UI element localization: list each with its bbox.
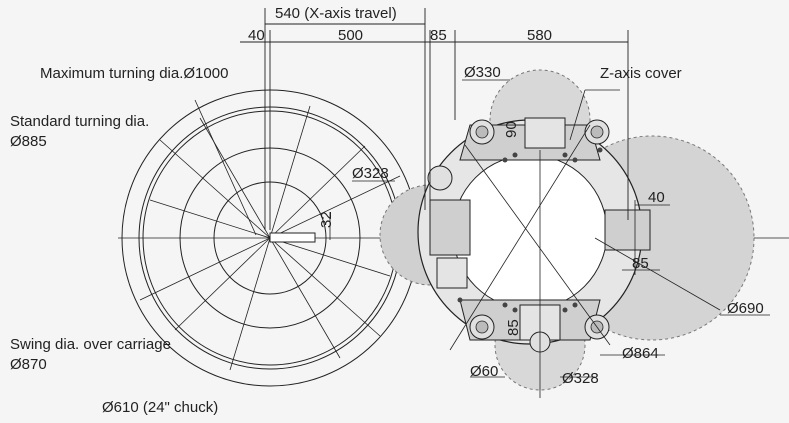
max-turning-label: Maximum turning dia.Ø1000 [40,65,228,82]
d328-bottom-label: Ø328 [562,370,599,387]
z-axis-cover-label: Z-axis cover [600,65,682,82]
swing-label: Swing dia. over carriage [10,336,171,353]
standard-turning-label: Standard turning dia. [10,113,149,130]
dim-40-top: 40 [248,27,265,44]
d864-label: Ø864 [622,345,659,362]
tool-holder-left [429,199,471,256]
d690-label: Ø690 [727,300,764,317]
tool-post-inner [475,125,604,334]
d60-label: Ø60 [470,363,498,380]
x-travel-label: 540 (X-axis travel) [275,5,397,22]
swing-value: Ø870 [10,356,47,373]
d330-label: Ø330 [464,64,501,81]
dim-85-top: 85 [430,27,447,44]
turret [379,69,755,398]
turret-bore [452,154,608,310]
tool-holder-right [604,209,651,251]
d328-left-label: Ø328 [352,165,389,182]
dim-40-right: 40 [648,189,665,206]
dim-85-bottom: 85 [505,319,522,336]
dim-85-right: 85 [632,255,649,272]
tool-block-top [524,117,566,149]
chuck-slot [269,232,316,243]
dim-580: 580 [527,27,552,44]
dim-90: 90 [503,121,520,138]
tool-block-left [436,257,468,289]
chuck-label: Ø610 (24" chuck) [102,399,218,416]
top-dimensions [240,8,629,230]
dim-500: 500 [338,27,363,44]
standard-turning-value: Ø885 [10,133,47,150]
dim-32: 32 [318,211,335,228]
bolt-holes [457,147,603,313]
